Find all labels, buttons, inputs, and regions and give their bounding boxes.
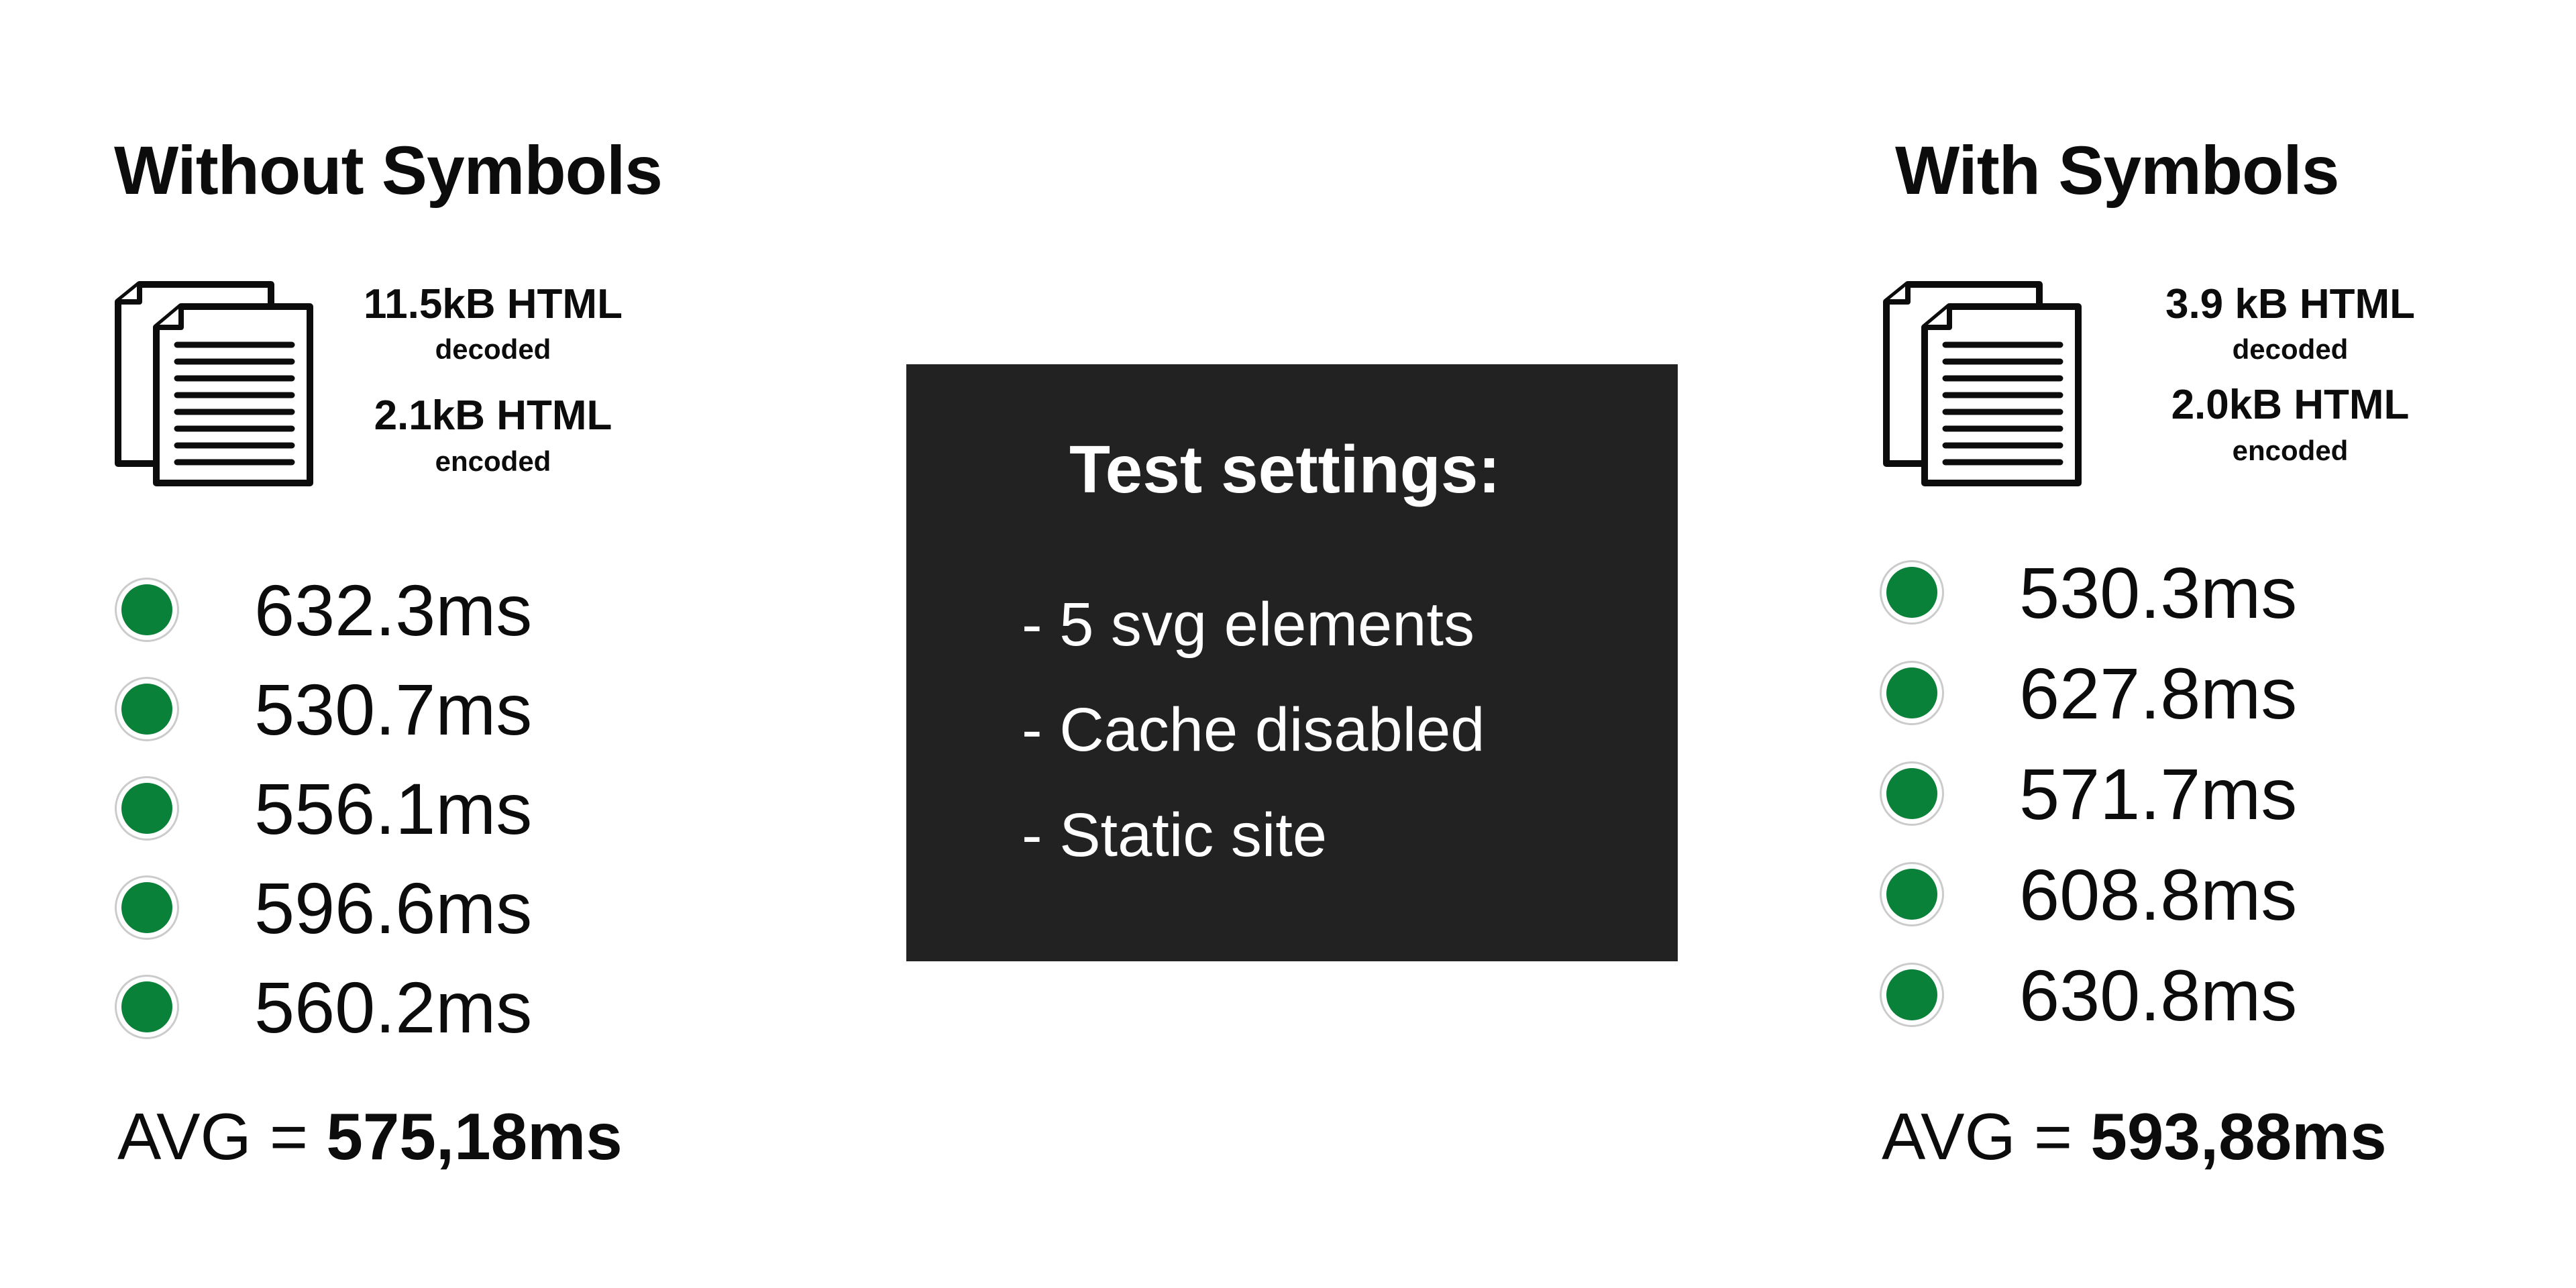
avg-value: 575,18ms (326, 1099, 623, 1173)
status-dot-icon (1880, 761, 1944, 826)
timing-value: 530.7ms (254, 668, 533, 750)
settings-item: - 5 svg elements (1022, 590, 1474, 659)
left-timing-list: 632.3ms 530.7ms 556.1ms 596.6ms 560.2ms (115, 560, 532, 1057)
left-column-title: Without Symbols (114, 132, 663, 209)
timing-row: 596.6ms (115, 858, 532, 957)
timing-value: 608.8ms (2019, 853, 2298, 935)
settings-list: - 5 svg elements - Cache disabled - Stat… (1022, 572, 1485, 888)
right-encoded-label: encoded (2232, 434, 2349, 466)
right-average: AVG = 593,88ms (1882, 1099, 2387, 1175)
test-settings-panel: Test settings: - 5 svg elements - Cache … (906, 364, 1678, 961)
right-encoded-size: 2.0kB HTML (2171, 382, 2410, 429)
timing-row: 608.8ms (1880, 844, 2297, 945)
status-dot-icon (115, 875, 179, 940)
timing-value: 571.7ms (2019, 753, 2298, 835)
right-decoded-label: decoded (2232, 333, 2349, 366)
timing-row: 571.7ms (1880, 743, 2297, 844)
right-column-title: With Symbols (1895, 132, 2339, 209)
left-decoded-label: decoded (435, 333, 551, 366)
settings-item: - Cache disabled (1022, 696, 1485, 764)
timing-row: 530.7ms (115, 659, 532, 759)
right-timing-list: 530.3ms 627.8ms 571.7ms 608.8ms 630.8ms (1880, 542, 2297, 1045)
timing-row: 530.3ms (1880, 542, 2297, 643)
left-encoded-label: encoded (435, 445, 551, 477)
timing-value: 530.3ms (2019, 551, 2298, 633)
timing-row: 560.2ms (115, 957, 532, 1057)
left-file-sizes: 11.5kB HTML decoded 2.1kB HTML encoded (345, 281, 641, 477)
timing-value: 627.8ms (2019, 652, 2298, 734)
settings-item: - Static site (1022, 801, 1328, 869)
timing-row: 632.3ms (115, 560, 532, 659)
timing-value: 560.2ms (254, 966, 533, 1048)
timing-value: 596.6ms (254, 867, 533, 949)
avg-label: AVG = (1882, 1099, 2091, 1173)
status-dot-icon (115, 776, 179, 841)
document-text-lines (174, 341, 295, 466)
avg-value: 593,88ms (2090, 1099, 2387, 1173)
status-dot-icon (1880, 560, 1944, 625)
left-decoded-size: 11.5kB HTML (364, 281, 623, 327)
settings-title: Test settings: (1069, 432, 1501, 507)
document-text-lines (1942, 341, 2063, 466)
timing-value: 632.3ms (254, 569, 533, 651)
right-decoded-size: 3.9 kB HTML (2165, 281, 2416, 327)
left-encoded-size: 2.1kB HTML (374, 392, 612, 439)
status-dot-icon (115, 975, 179, 1039)
timing-row: 556.1ms (115, 759, 532, 858)
status-dot-icon (1880, 963, 1944, 1027)
status-dot-icon (115, 578, 179, 642)
status-dot-icon (1880, 862, 1944, 926)
timing-value: 556.1ms (254, 767, 533, 849)
documents-icon (1883, 281, 2082, 486)
status-dot-icon (115, 677, 179, 741)
timing-row: 627.8ms (1880, 643, 2297, 743)
documents-icon (115, 281, 313, 486)
left-average: AVG = 575,18ms (117, 1099, 623, 1175)
timing-value: 630.8ms (2019, 954, 2298, 1036)
timing-row: 630.8ms (1880, 945, 2297, 1045)
status-dot-icon (1880, 661, 1944, 725)
avg-label: AVG = (117, 1099, 327, 1173)
right-file-sizes: 3.9 kB HTML decoded 2.0kB HTML encoded (2143, 281, 2438, 466)
